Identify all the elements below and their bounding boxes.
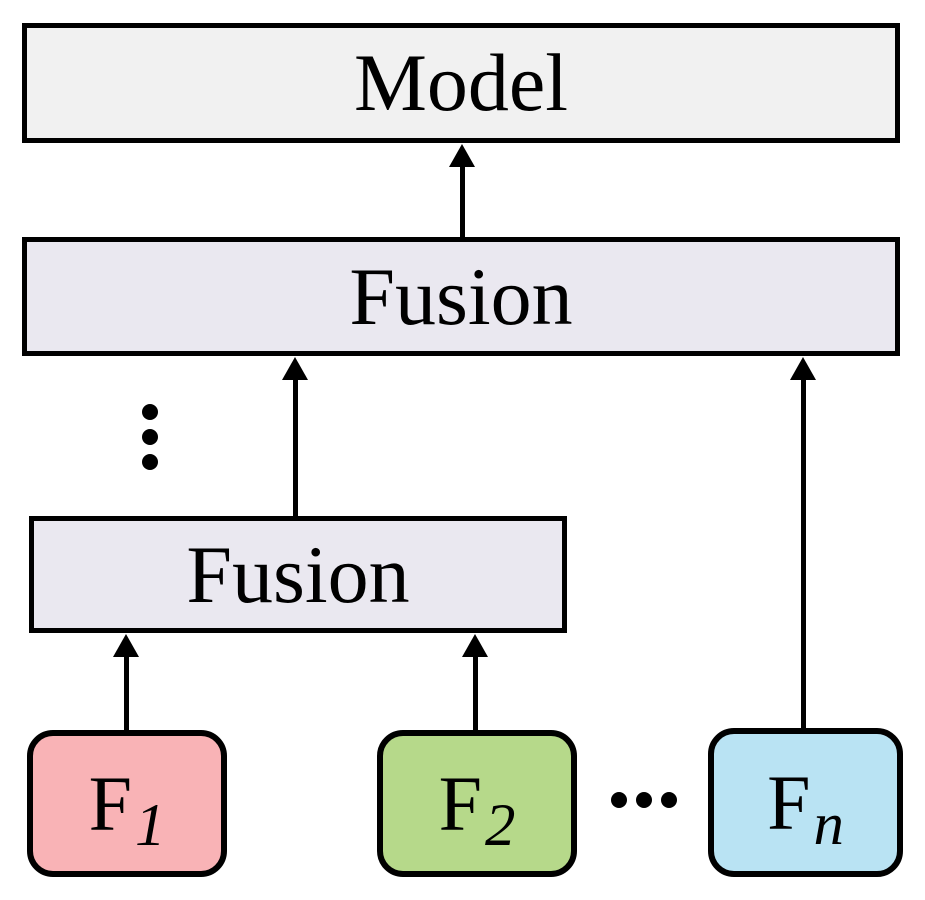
ellipsis-dot xyxy=(142,454,158,470)
ellipsis-dot xyxy=(636,792,652,808)
feature-f1-subscript: 1 xyxy=(134,792,166,860)
fusion-small-label: Fusion xyxy=(186,528,410,620)
arrow-shaft xyxy=(292,376,298,516)
feature-f2-label: F2 xyxy=(438,759,516,860)
ellipsis-dot xyxy=(142,404,158,420)
horizontal-ellipsis-icon xyxy=(611,792,677,808)
ellipsis-dot xyxy=(661,792,677,808)
feature-fn-label: Fn xyxy=(767,758,844,859)
arrow-shaft xyxy=(472,653,478,730)
arrow-shaft xyxy=(123,653,129,730)
arrow-f2-to-small-fusion xyxy=(462,634,488,730)
fusion-small-box: Fusion xyxy=(29,516,567,633)
arrowhead-icon xyxy=(449,144,475,167)
arrowhead-icon xyxy=(790,357,816,380)
model-label: Model xyxy=(353,37,569,128)
fusion-top-label: Fusion xyxy=(349,250,573,342)
arrow-small-fusion-to-fusion xyxy=(282,357,308,516)
arrow-shaft xyxy=(459,163,465,237)
arrow-fusion-to-model xyxy=(449,144,475,237)
model-box: Model xyxy=(22,23,900,143)
arrowhead-icon xyxy=(113,634,139,657)
feature-f2-subscript: 2 xyxy=(484,792,516,860)
arrowhead-icon xyxy=(462,634,488,657)
feature-fn-subscript: n xyxy=(813,791,844,859)
feature-box-fn: Fn xyxy=(708,728,903,877)
ellipsis-dot xyxy=(142,429,158,445)
fusion-top-box: Fusion xyxy=(22,237,900,356)
feature-f1-label: F1 xyxy=(88,759,166,860)
feature-box-f2: F2 xyxy=(377,730,577,877)
ellipsis-dot xyxy=(611,792,627,808)
arrow-f1-to-small-fusion xyxy=(113,634,139,730)
arrow-fn-to-fusion xyxy=(790,357,816,728)
vertical-ellipsis-icon xyxy=(142,404,158,470)
arrowhead-icon xyxy=(282,357,308,380)
arrow-shaft xyxy=(800,376,806,728)
feature-box-f1: F1 xyxy=(27,730,227,877)
